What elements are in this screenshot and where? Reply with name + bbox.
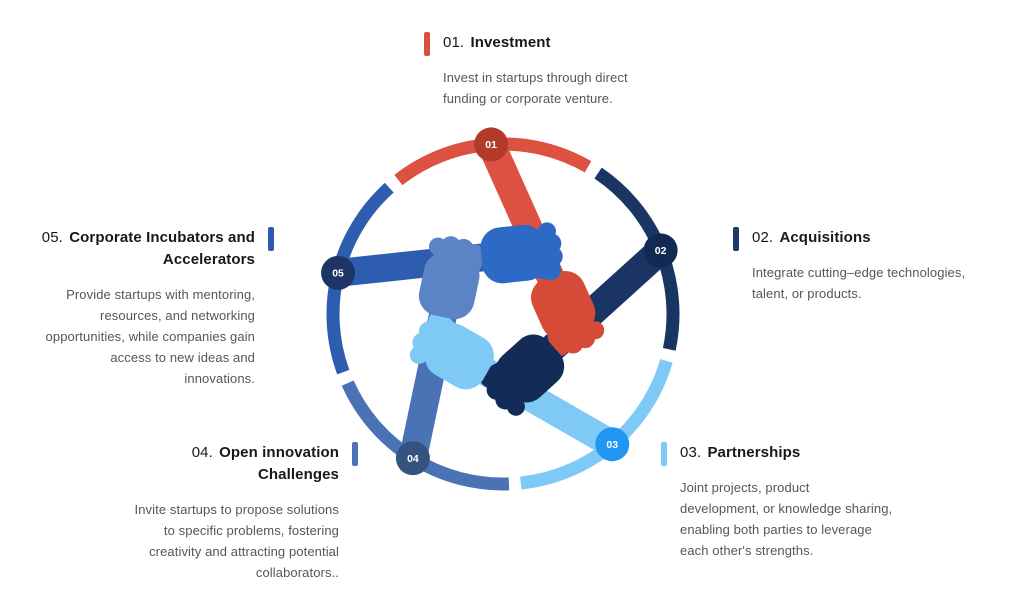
number-badge-01 — [474, 127, 509, 162]
item-name: Corporate Incubators and Accelerators — [69, 229, 255, 268]
number-badge-02 — [643, 233, 678, 268]
number-badge-05 — [321, 255, 356, 290]
item-description-corporate-incubators: Provide startups with mentoring, resourc… — [45, 287, 255, 386]
fist-icon-05 — [480, 222, 563, 284]
item-number: 04. — [191, 444, 213, 461]
callout-text-investment: 01. Investment Invest in startups throug… — [443, 32, 704, 109]
item-name: Partnerships — [707, 444, 801, 461]
fists — [409, 222, 605, 416]
badge-label-04: 04 — [407, 453, 419, 465]
callout-text-open-innovation-challenges: 04. Open innovation Challenges Invite st… — [58, 442, 339, 583]
item-description-investment: Invest in startups through direct fundin… — [443, 70, 628, 106]
callout-investment: 01. Investment Invest in startups throug… — [424, 32, 704, 109]
badge-label-03: 03 — [606, 439, 618, 451]
accent-bar-partnerships — [661, 442, 667, 466]
number-badge-04 — [395, 441, 430, 476]
item-number: 05. — [41, 229, 63, 246]
number-badges: 01 02 03 04 05 — [321, 127, 678, 476]
item-name: Acquisitions — [779, 229, 871, 246]
item-description-open-innovation-challenges: Invite startups to propose solutions to … — [134, 502, 339, 580]
item-title-open-innovation-challenges: 04. Open innovation Challenges — [58, 442, 339, 486]
item-name: Open innovation Challenges — [219, 444, 339, 483]
item-description-partnerships: Joint projects, product development, or … — [680, 480, 893, 558]
item-name: Investment — [470, 34, 551, 51]
callout-text-partnerships: 03. Partnerships Joint projects, product… — [680, 442, 943, 561]
item-title-partnerships: 03. Partnerships — [680, 442, 943, 464]
callout-corporate-incubators: 05. Corporate Incubators and Accelerator… — [0, 227, 274, 389]
item-number: 02. — [752, 229, 774, 246]
callout-partnerships: 03. Partnerships Joint projects, product… — [661, 442, 943, 561]
fist-icon-03 — [409, 311, 494, 390]
fist-icon-02 — [479, 334, 565, 416]
accent-bar-investment — [424, 32, 430, 56]
accent-bar-open-innovation-challenges — [352, 442, 358, 466]
badge-label-02: 02 — [655, 245, 667, 257]
item-number: 01. — [443, 34, 465, 51]
badge-label-01: 01 — [485, 139, 497, 151]
fist-icon-01 — [530, 271, 605, 357]
accent-bar-corporate-incubators — [268, 227, 274, 251]
accent-bar-acquisitions — [733, 227, 739, 251]
item-description-acquisitions: Integrate cutting–edge technologies, tal… — [752, 265, 966, 301]
callout-acquisitions: 02. Acquisitions Integrate cutting–edge … — [733, 227, 1015, 304]
callout-text-corporate-incubators: 05. Corporate Incubators and Accelerator… — [0, 227, 255, 389]
fist-icon-04 — [418, 236, 487, 320]
item-number: 03. — [680, 444, 702, 461]
item-title-corporate-incubators: 05. Corporate Incubators and Accelerator… — [0, 227, 255, 271]
badge-label-05: 05 — [332, 268, 344, 280]
item-title-investment: 01. Investment — [443, 32, 704, 54]
item-title-acquisitions: 02. Acquisitions — [752, 227, 1015, 249]
number-badge-03 — [595, 427, 630, 462]
callout-text-acquisitions: 02. Acquisitions Integrate cutting–edge … — [752, 227, 1015, 304]
callout-open-innovation-challenges: 04. Open innovation Challenges Invite st… — [58, 442, 358, 583]
